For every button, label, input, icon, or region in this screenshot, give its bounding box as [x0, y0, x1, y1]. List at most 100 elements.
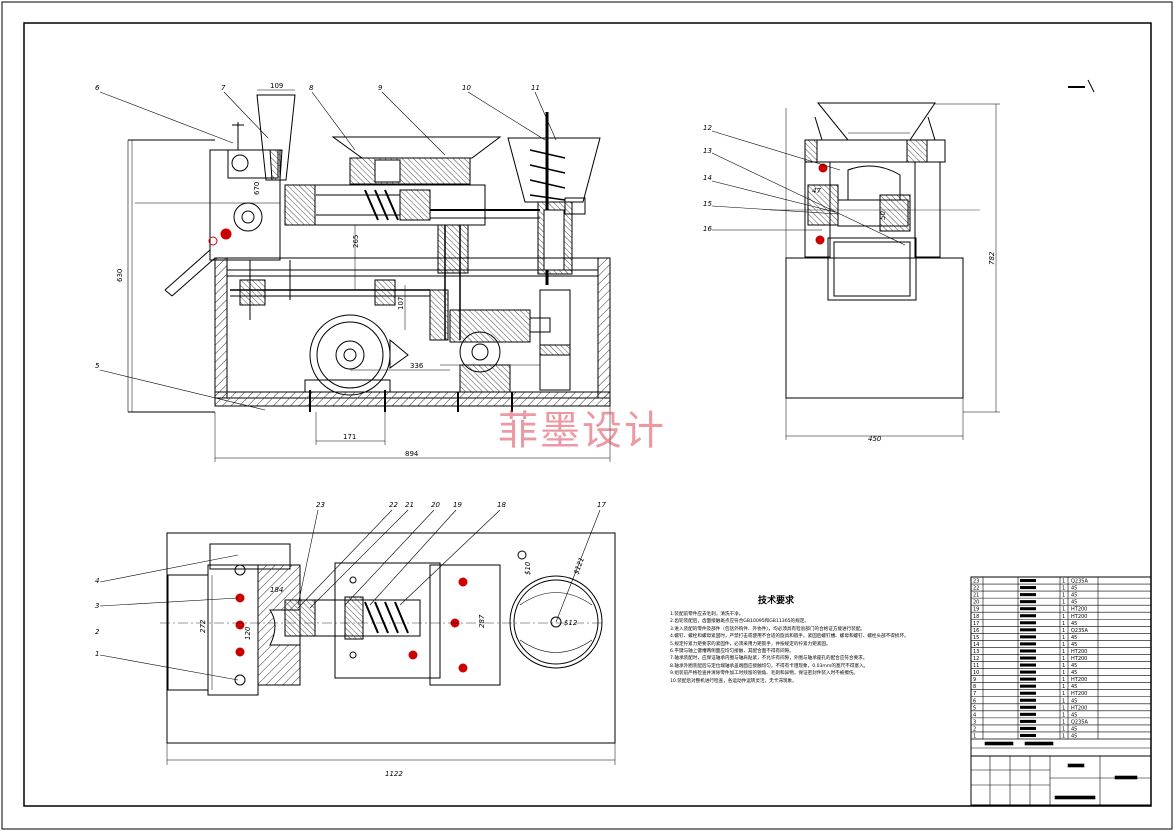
- bom-row-code: [1020, 684, 1036, 688]
- part-number: 15: [703, 200, 712, 208]
- dim-label: 894: [405, 450, 419, 458]
- bom-row-code: [1020, 600, 1036, 604]
- dim-label: 1122: [385, 770, 403, 778]
- part-number: 2: [95, 628, 100, 636]
- bom-row-number: 10: [973, 670, 979, 676]
- bom-row-number: 11: [973, 663, 979, 669]
- bom-row-material: 45: [1071, 670, 1077, 676]
- dim-label: 670: [253, 182, 261, 195]
- bom-row-code: [1020, 649, 1036, 653]
- bom-row-number: 3: [973, 719, 976, 725]
- front-view: [127, 89, 611, 462]
- dim-label: 47: [812, 187, 821, 195]
- bom-row-qty: 1: [1062, 663, 1065, 669]
- part-number: 10: [462, 84, 471, 92]
- side-view-labels: 12 13 14 15 16 47 50 782 450: [703, 124, 996, 443]
- bom-row-qty: 1: [1062, 614, 1065, 620]
- part-number: 5: [95, 362, 100, 370]
- dim-label: 120: [244, 626, 252, 640]
- bom-row-code: [1020, 733, 1036, 737]
- bom-row-qty: 1: [1062, 621, 1065, 627]
- bom-row-code: [1020, 705, 1036, 709]
- part-number: 7: [221, 84, 226, 92]
- bom-row-number: 15: [973, 635, 979, 641]
- bom-row-qty: 1: [1062, 684, 1065, 690]
- bom-row-material: Q235A: [1071, 579, 1088, 585]
- bom-row-code: [1020, 656, 1036, 660]
- top-view-leaders: [99, 509, 601, 681]
- part-number: 21: [405, 501, 414, 509]
- bom-row-code: [1020, 614, 1036, 618]
- bom-row-number: 1: [973, 734, 976, 740]
- bom-row-number: 8: [973, 684, 976, 690]
- bom-row-code: [1020, 670, 1036, 674]
- bom-row-number: 21: [973, 593, 979, 599]
- bom-row-number: 5: [973, 705, 976, 711]
- part-number: 4: [95, 577, 99, 585]
- part-number: 3: [95, 602, 99, 610]
- dim-label: 171: [343, 433, 356, 441]
- tech-note: 10.装配后对整机进行检查，各运动件运转灵活，无卡滞现象。: [670, 678, 797, 684]
- bom-row-material: 45: [1071, 593, 1077, 599]
- bom-row-code: [1020, 712, 1036, 716]
- bom-row-qty: 1: [1062, 593, 1065, 599]
- bom-row-material: 45: [1071, 642, 1077, 648]
- bom-row-code: [1020, 628, 1036, 632]
- part-number: 17: [597, 501, 606, 509]
- part-number: 13: [703, 147, 712, 155]
- part-number: 1: [95, 650, 99, 658]
- dim-label: $12: [564, 619, 578, 627]
- bom-row-material: 45: [1071, 698, 1077, 704]
- part-number: 16: [703, 225, 712, 233]
- bom-row-qty: 1: [1062, 579, 1065, 585]
- bom-row-number: 7: [973, 691, 976, 697]
- bom-row-material: 45: [1071, 621, 1077, 627]
- bom-row-qty: 1: [1062, 642, 1065, 648]
- bom-row-material: 45: [1071, 712, 1077, 718]
- bom-row-material: 45: [1071, 600, 1077, 606]
- part-number: 9: [378, 84, 383, 92]
- dim-label: 109: [270, 82, 283, 90]
- bom-row-number: 9: [973, 677, 976, 683]
- bom-row-code: [1020, 691, 1036, 695]
- part-number: 23: [316, 501, 325, 509]
- bom-row-qty: 1: [1062, 600, 1065, 606]
- dim-label: $10: [524, 561, 532, 575]
- bom-row-number: 6: [973, 698, 976, 704]
- dim-label: 287: [478, 614, 486, 628]
- part-number: 19: [453, 501, 462, 509]
- bom-row-material: HT200: [1071, 607, 1087, 613]
- dim-label: 450: [868, 435, 882, 443]
- bom-row-material: 45: [1071, 684, 1077, 690]
- dim-label: 107: [397, 297, 405, 310]
- bom-row-material: HT200: [1071, 677, 1087, 683]
- part-number: 6: [95, 84, 100, 92]
- part-number: 8: [309, 84, 314, 92]
- bom-table: [970, 576, 1152, 806]
- bom-row-qty: 1: [1062, 698, 1065, 704]
- dim-label: 782: [988, 251, 996, 265]
- dim-label: 265: [352, 235, 360, 248]
- bom-row-material: 45: [1071, 734, 1077, 740]
- bom-row-qty: 1: [1062, 656, 1065, 662]
- bom-row-number: 13: [973, 649, 979, 655]
- front-view-dimension-labels: 109 630 670 265 107 336 171 894: [116, 82, 424, 458]
- bom-row-material: HT200: [1071, 614, 1087, 620]
- bom-row-number: 4: [973, 712, 976, 718]
- top-view: [160, 532, 616, 765]
- dim-label: 184: [270, 586, 283, 594]
- bom-row-number: 12: [973, 656, 979, 662]
- bom-row-code: [1020, 607, 1036, 611]
- bom-row-material: 45: [1071, 586, 1077, 592]
- bom-row-qty: 1: [1062, 628, 1065, 634]
- bom-row-material: 45: [1071, 635, 1077, 641]
- bom-row-material: HT200: [1071, 705, 1087, 711]
- bom-row-qty: 1: [1062, 670, 1065, 676]
- bom-row-material: 45: [1071, 726, 1077, 732]
- bom-row-code: [1020, 663, 1036, 667]
- part-number: 22: [389, 501, 398, 509]
- bom-row-number: 20: [973, 600, 979, 606]
- side-view-leaders: [711, 130, 906, 246]
